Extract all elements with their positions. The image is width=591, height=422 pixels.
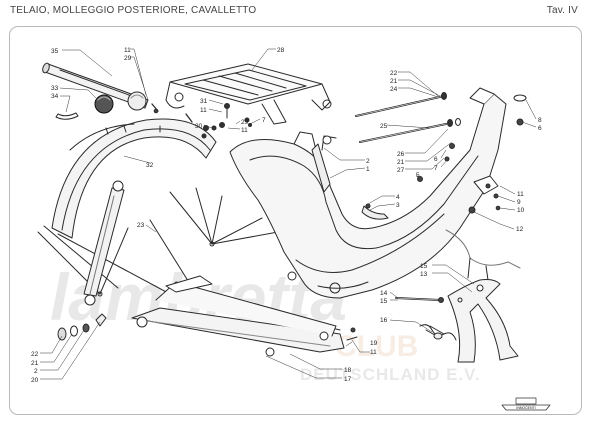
callout-16: 16 <box>380 317 388 324</box>
callout-12: 12 <box>516 226 524 233</box>
callout-labels: 35 11 29 28 33 34 31 11 30 29 11 7 22 21… <box>31 47 542 384</box>
callout-6: 6 <box>434 156 438 163</box>
callout-10: 10 <box>517 207 525 214</box>
callout-33: 33 <box>51 85 59 92</box>
callout-14: 14 <box>380 290 388 297</box>
rack-bolts <box>151 103 252 131</box>
callout-11: 11 <box>370 349 377 356</box>
callout-23: 23 <box>137 222 145 229</box>
callout-24: 24 <box>390 86 398 93</box>
rack-fasteners <box>201 125 209 139</box>
callout-19: 19 <box>370 340 378 347</box>
page-frame <box>9 26 582 415</box>
right-small-parts <box>468 183 501 214</box>
callout-2: 2 <box>34 368 38 375</box>
callout-9: 9 <box>517 199 521 206</box>
callout-15: 15 <box>380 298 388 305</box>
callout-15: 15 <box>420 263 428 270</box>
callout-17: 17 <box>344 376 352 383</box>
callout-21: 21 <box>31 360 39 367</box>
callout-31: 31 <box>200 98 208 105</box>
plate-number: Tav. IV <box>546 5 578 16</box>
callout-35: 35 <box>51 48 59 55</box>
callout-32: 32 <box>146 162 154 169</box>
leader-lines <box>40 48 537 380</box>
callout-29: 29 <box>241 119 249 126</box>
logo-text: INNOCENTI <box>516 406 535 410</box>
rear-mudguard-part <box>51 118 217 239</box>
front-shock-part <box>311 135 332 193</box>
luggage-rack-part <box>165 63 332 125</box>
center-stand-part <box>447 279 519 363</box>
main-frame-part <box>229 87 507 299</box>
callout-20: 20 <box>31 377 39 384</box>
callout-11: 11 <box>517 191 524 198</box>
callout-7: 7 <box>262 117 266 124</box>
callout-13: 13 <box>420 271 428 278</box>
callout-21: 21 <box>397 159 405 166</box>
long-bolt-parts <box>355 92 461 182</box>
swing-arm-bolts <box>346 327 358 341</box>
callout-29: 29 <box>124 55 132 62</box>
callout-8: 8 <box>538 117 542 124</box>
callout-28: 28 <box>277 47 285 54</box>
callout-3: 3 <box>396 202 400 209</box>
handle-tube-part <box>42 62 149 109</box>
callout-1: 1 <box>366 166 370 173</box>
callout-34: 34 <box>51 93 59 100</box>
head-clip-parts <box>513 94 527 126</box>
callout-22: 22 <box>390 70 398 77</box>
callout-21: 21 <box>390 78 398 85</box>
callout-11: 11 <box>241 127 248 134</box>
callout-22: 22 <box>31 351 39 358</box>
callout-6: 6 <box>538 125 542 132</box>
callout-2: 2 <box>366 158 370 165</box>
callout-4: 4 <box>396 194 400 201</box>
knob-parts <box>55 91 147 120</box>
callout-5: 5 <box>416 172 420 179</box>
stand-spring-part <box>419 324 457 341</box>
page-title: TELAIO, MOLLEGGIO POSTERIORE, CAVALLETTO <box>10 5 257 16</box>
left-washer-stack <box>57 313 107 341</box>
callout-27: 27 <box>397 167 405 174</box>
callout-30: 30 <box>195 123 203 130</box>
innocenti-logo: INNOCENTI <box>501 397 551 411</box>
watermark-club: CLUB <box>335 330 418 363</box>
swing-arm-part <box>131 275 345 357</box>
bracket-part <box>361 203 389 220</box>
callout-26: 26 <box>397 151 405 158</box>
frame-lower-right <box>445 229 521 281</box>
rear-shock-absorber-part <box>83 180 125 306</box>
watermark-country: DEUTSCHLAND E.V. <box>300 365 481 384</box>
stand-pin-part <box>395 297 444 303</box>
callout-25: 25 <box>380 123 388 130</box>
callout-7: 7 <box>434 165 438 172</box>
callout-11: 11 <box>124 47 131 54</box>
callout-11: 11 <box>200 107 207 114</box>
callout-18: 18 <box>344 367 352 374</box>
